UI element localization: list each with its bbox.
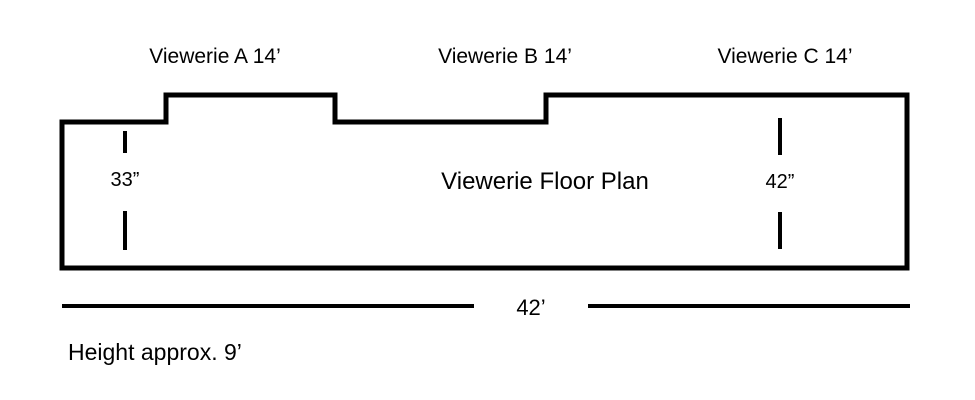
- room-label-viewerie-c: Viewerie C 14’: [717, 45, 853, 68]
- dimension-label-left-depth: 33”: [110, 169, 140, 191]
- floor-plan-title: Viewerie Floor Plan: [441, 168, 649, 195]
- height-note: Height approx. 9’: [68, 339, 242, 365]
- dimension-label-right-depth: 42”: [765, 171, 795, 193]
- dimension-label-overall-width: 42’: [516, 295, 546, 320]
- room-label-viewerie-b: Viewerie B 14’: [438, 45, 572, 68]
- floor-plan-wall-outline: [59, 92, 910, 271]
- room-label-viewerie-a: Viewerie A 14’: [149, 45, 281, 68]
